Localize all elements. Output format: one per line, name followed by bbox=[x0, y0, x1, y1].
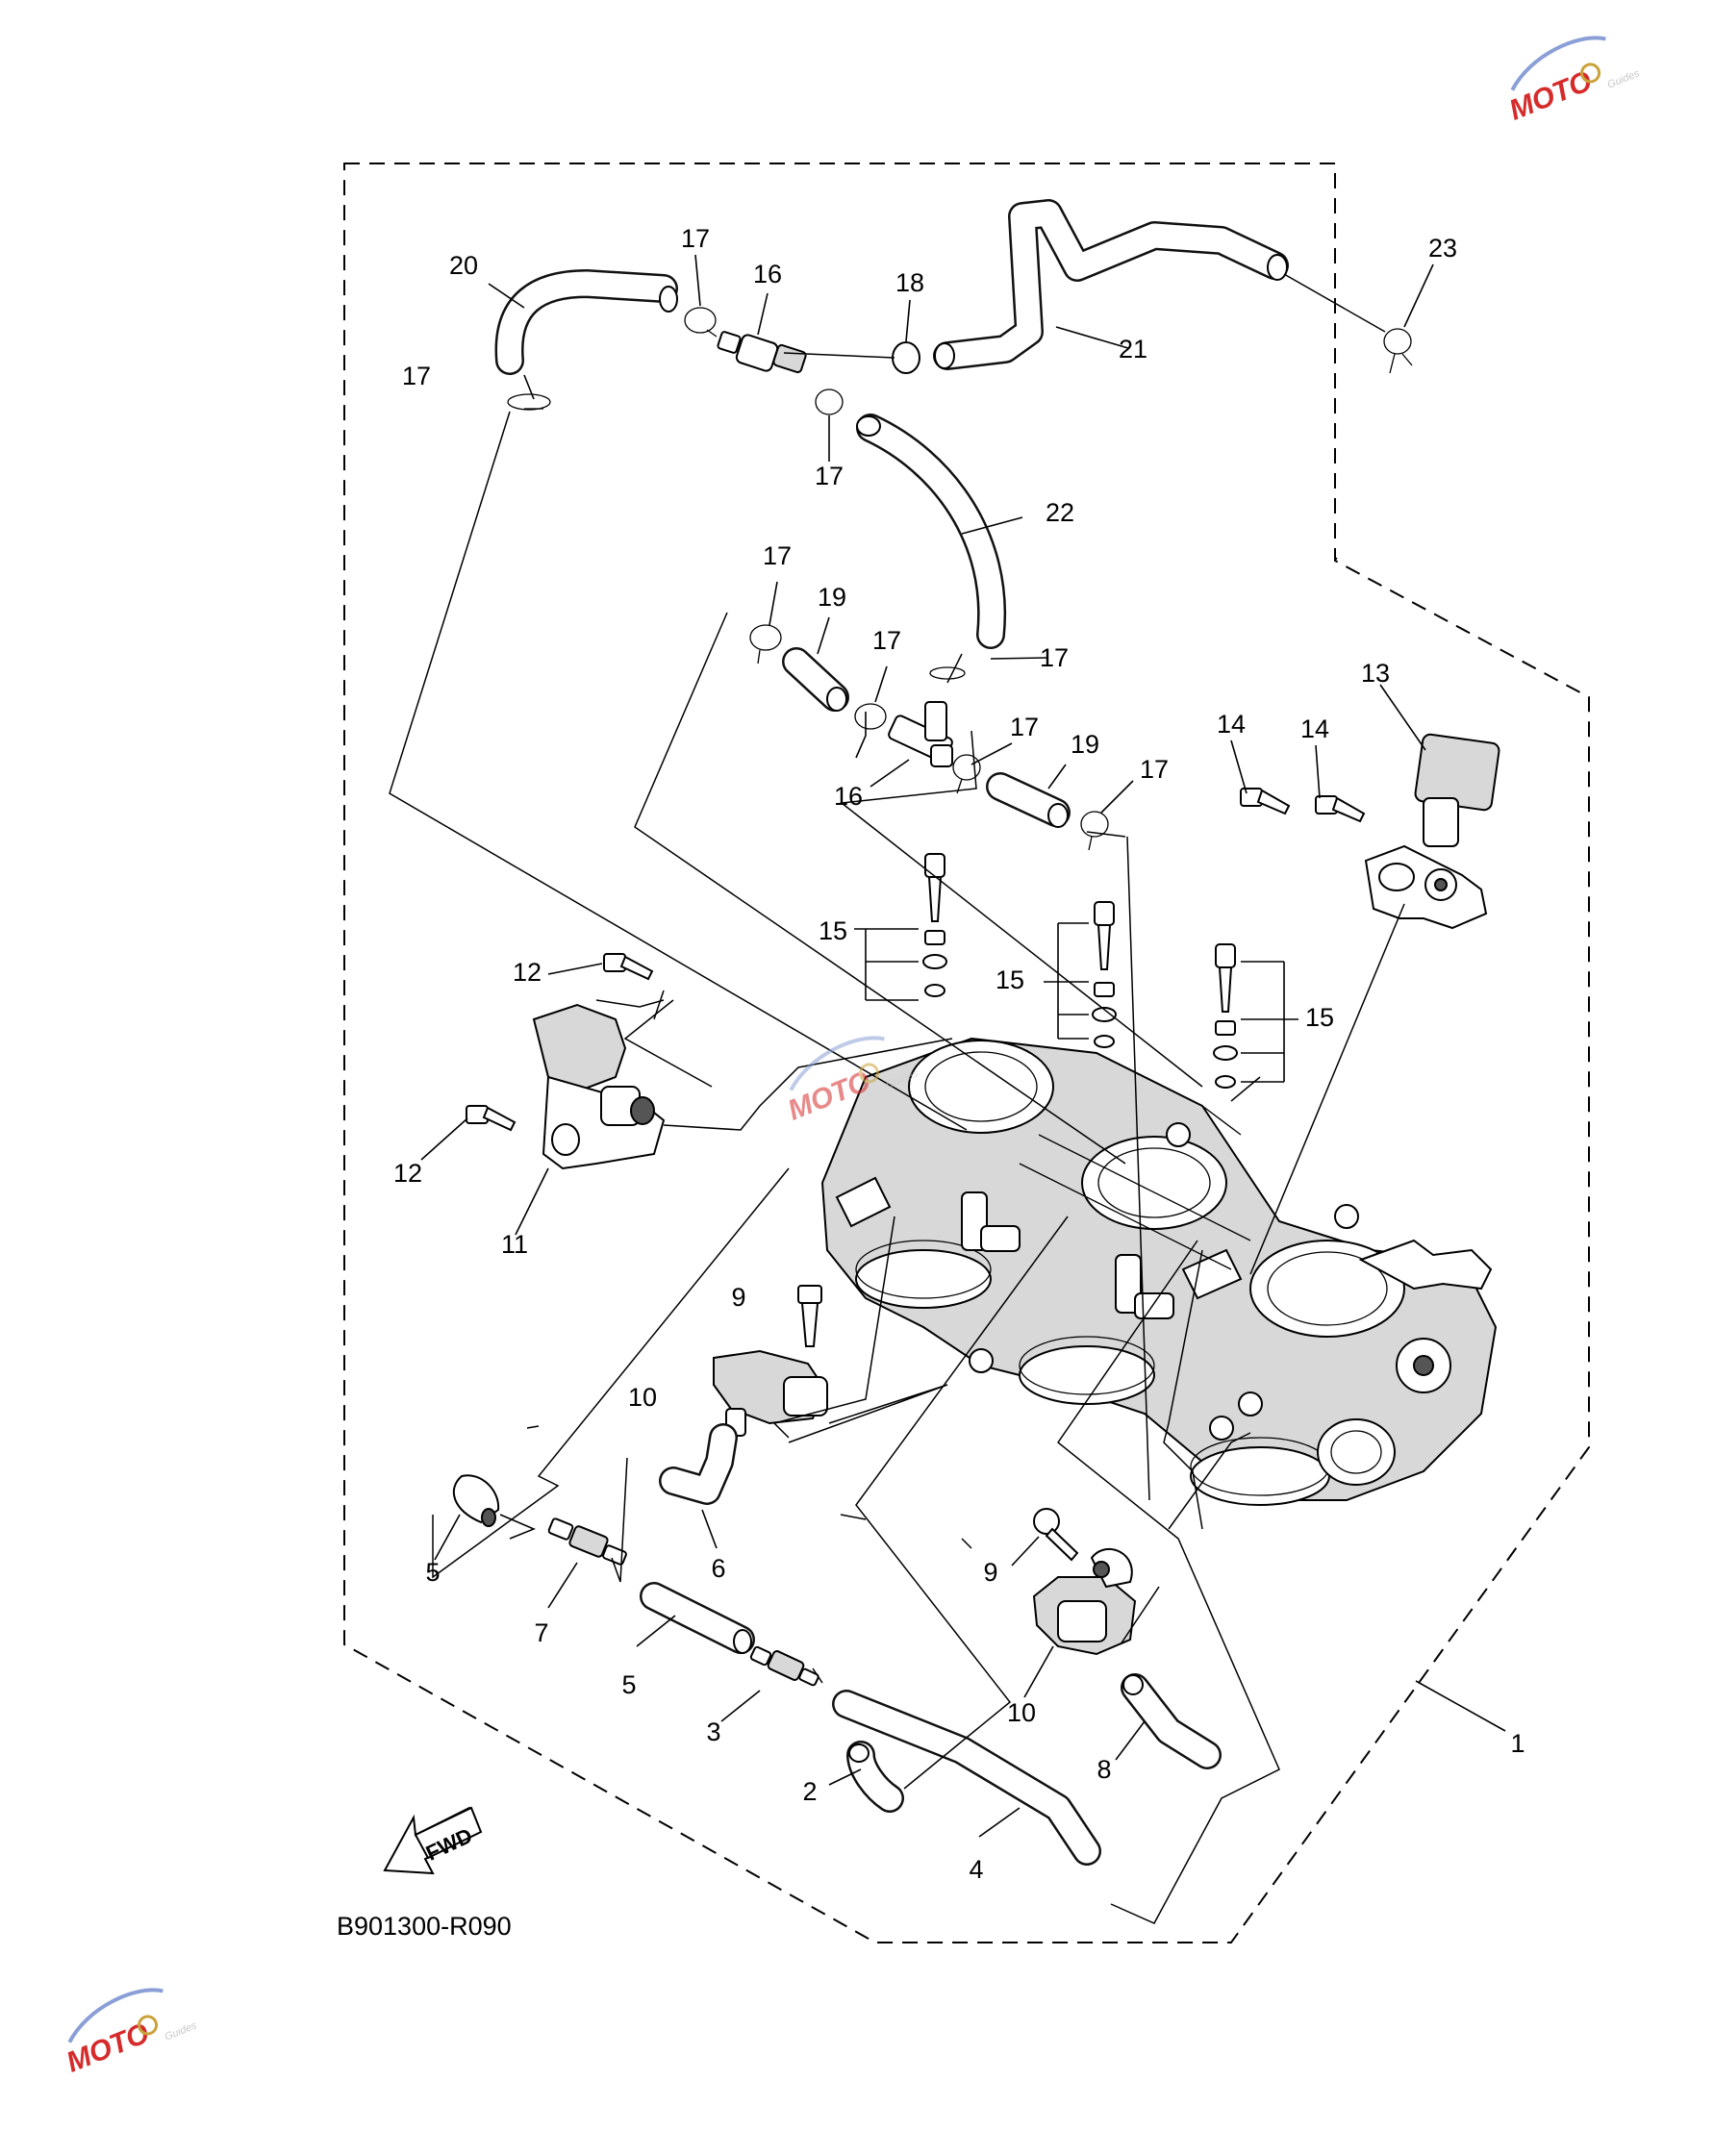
callout-23: 23 bbox=[1428, 234, 1457, 263]
sensor-13 bbox=[1364, 733, 1500, 930]
callout-14-right: 14 bbox=[1300, 714, 1329, 743]
callout-5-right: 5 bbox=[621, 1670, 636, 1699]
callout-6: 6 bbox=[711, 1554, 725, 1583]
callout-16-lower: 16 bbox=[834, 782, 863, 811]
callout-17-mid-left: 17 bbox=[763, 541, 792, 570]
sensor-11 bbox=[532, 1003, 666, 1170]
callout-15-middle: 15 bbox=[996, 965, 1024, 994]
gear-icon bbox=[859, 1063, 880, 1084]
callout-15-left: 15 bbox=[819, 916, 847, 945]
callout-12-lower: 12 bbox=[393, 1159, 422, 1188]
callout-20: 20 bbox=[449, 251, 478, 280]
reference-lines bbox=[389, 273, 1405, 1924]
injectors-15 bbox=[922, 853, 1238, 1089]
callout-19-upper: 19 bbox=[818, 583, 846, 612]
callout-1: 1 bbox=[1510, 1729, 1525, 1758]
callout-8: 8 bbox=[1096, 1755, 1111, 1784]
callout-12-upper: 12 bbox=[513, 958, 542, 987]
callout-17-mid: 17 bbox=[872, 626, 901, 655]
callout-10-right: 10 bbox=[1007, 1698, 1036, 1727]
bolts-12 bbox=[466, 953, 654, 1132]
callout-17-lower-right: 17 bbox=[1140, 755, 1169, 784]
callout-17-right-of-22: 17 bbox=[1040, 643, 1069, 672]
callout-15-right: 15 bbox=[1305, 1003, 1334, 1032]
callout-2: 2 bbox=[802, 1777, 817, 1806]
assembly-boundary bbox=[343, 163, 1590, 1943]
hose-clips bbox=[507, 307, 1413, 851]
leader-lines bbox=[420, 254, 1506, 1838]
svg-text:Guides: Guides bbox=[164, 2019, 199, 2043]
sensor-10-left bbox=[713, 1349, 828, 1437]
callout-14-left: 14 bbox=[1217, 710, 1246, 739]
callout-5-left: 5 bbox=[425, 1558, 440, 1587]
watermark-top-right: MOTO Guides bbox=[1504, 36, 1642, 127]
svg-text:Guides: Guides bbox=[1606, 67, 1642, 90]
diagram-code: B901300-R090 bbox=[337, 1912, 512, 1941]
fitting-7 bbox=[547, 1517, 627, 1566]
callout-19-lower: 19 bbox=[1071, 730, 1099, 759]
callout-4: 4 bbox=[969, 1855, 983, 1884]
callout-17-under-16: 17 bbox=[815, 462, 844, 490]
gear-icon bbox=[138, 2015, 159, 2036]
callout-16-upper: 16 bbox=[753, 260, 782, 288]
callout-18: 18 bbox=[895, 268, 924, 297]
callout-7: 7 bbox=[534, 1618, 548, 1647]
fwd-arrow: FWD bbox=[383, 1806, 483, 1875]
gear-icon bbox=[1580, 63, 1601, 84]
callout-17-top: 17 bbox=[681, 224, 710, 253]
callout-13: 13 bbox=[1361, 659, 1390, 688]
watermark-bottom-left: MOTO Guides bbox=[62, 1988, 199, 2079]
callouts: 1 2 3 4 5 5 6 7 8 9 9 10 10 11 12 12 13 … bbox=[393, 224, 1525, 1884]
part-16-tee bbox=[888, 701, 953, 767]
callout-3: 3 bbox=[706, 1717, 720, 1746]
callout-11: 11 bbox=[501, 1230, 528, 1259]
throttle-body-assembly bbox=[820, 1037, 1498, 1506]
callout-17-left: 17 bbox=[402, 362, 431, 390]
callout-17-lower-mid: 17 bbox=[1010, 713, 1039, 741]
callout-10-left: 10 bbox=[628, 1383, 657, 1412]
callout-22: 22 bbox=[1046, 498, 1074, 527]
bolts-14 bbox=[1240, 788, 1366, 823]
fitting-3 bbox=[749, 1645, 819, 1687]
part-16-upper bbox=[717, 331, 807, 374]
sensor-10-right bbox=[1032, 1547, 1137, 1656]
callout-9-right: 9 bbox=[983, 1558, 997, 1587]
callout-9-left: 9 bbox=[731, 1283, 745, 1312]
callout-21: 21 bbox=[1119, 335, 1147, 364]
